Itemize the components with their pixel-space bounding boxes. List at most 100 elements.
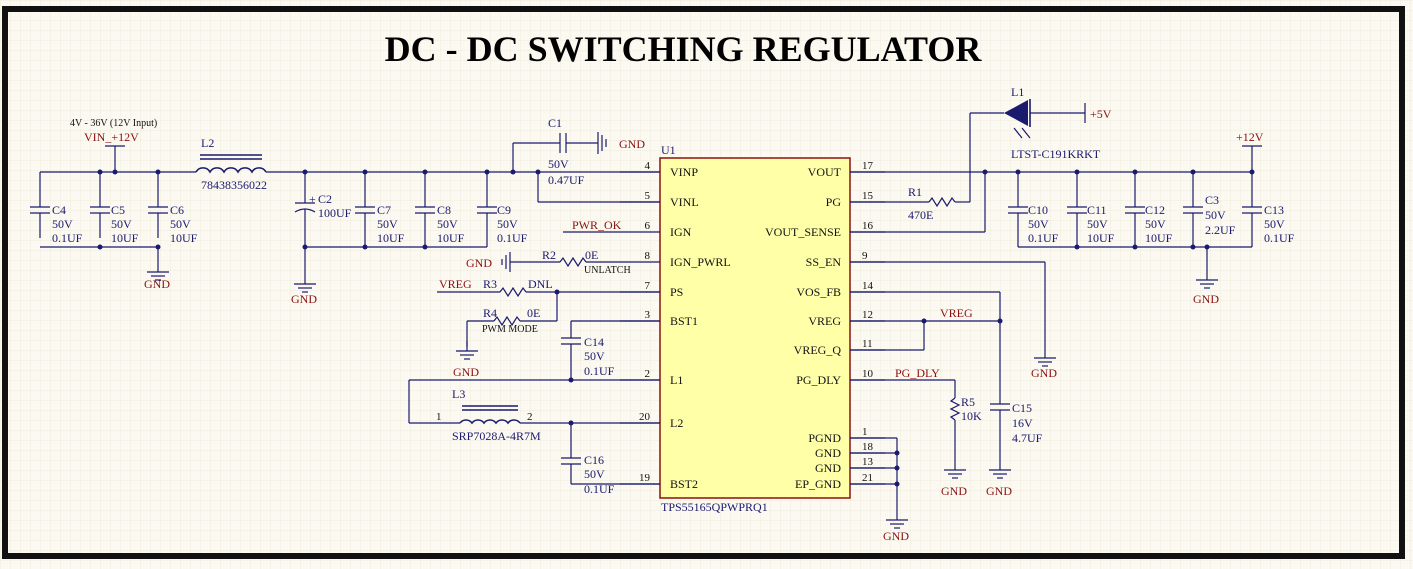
c10-value: 0.1UF — [1028, 231, 1059, 245]
ic-pin-name: VOS_FB — [796, 285, 841, 299]
c5-ref: C5 — [111, 203, 125, 217]
c9-value: 0.1UF — [497, 231, 528, 245]
capacitor-c9 — [476, 172, 498, 247]
gnd-label-input-2: GND — [291, 292, 317, 306]
capacitor-c13 — [1241, 172, 1263, 247]
r2-gnd-label: GND — [466, 256, 492, 270]
l3-pin2: 2 — [527, 411, 533, 423]
ic-pin-name: VOUT — [808, 165, 842, 179]
ic-pin-number: 19 — [639, 472, 651, 484]
c6-ref: C6 — [170, 203, 184, 217]
ic-pin-number: 13 — [862, 456, 874, 468]
capacitor-c14 — [561, 320, 660, 380]
r3-value: DNL — [528, 277, 553, 291]
r3-r4-junction — [554, 289, 560, 295]
capacitor-c7 — [354, 172, 376, 247]
gnd-label-r4: GND — [453, 365, 479, 379]
l1-node-junction — [568, 377, 574, 383]
vin-net-label: VIN_+12V — [84, 130, 139, 144]
plus12-net-label: +12V — [1236, 130, 1264, 144]
led-part: LTST-C191KRKT — [1011, 147, 1101, 161]
l2-part: 78438356022 — [201, 178, 267, 192]
capacitor-c2 — [294, 172, 316, 247]
l2-ref: L2 — [201, 136, 214, 150]
c8-value: 10UF — [437, 231, 465, 245]
vreg-junction-1 — [921, 318, 927, 324]
ic-pin-number: 14 — [862, 280, 874, 292]
r3-ref: R3 — [483, 277, 497, 291]
ic-pin-number: 17 — [862, 160, 874, 172]
input-note: 4V - 36V (12V Input) — [70, 118, 157, 129]
ic-u1-part: TPS55165QPWPRQ1 — [661, 500, 768, 514]
ic-pin-name: VREG_Q — [794, 343, 842, 357]
ic-pin-number: 9 — [862, 250, 868, 262]
r5-ref: R5 — [961, 395, 975, 409]
capacitor-c4 — [29, 172, 51, 239]
gnd-label-r5: GND — [941, 484, 967, 498]
gnd-label-c15: GND — [986, 484, 1012, 498]
pg-dly-net-label: PG_DLY — [895, 366, 940, 380]
l3-part: SRP7028A-4R7M — [452, 429, 541, 443]
r2-value: 0E — [585, 248, 598, 262]
c7-ref: C7 — [377, 203, 391, 217]
c1-voltage: 50V — [548, 157, 569, 171]
r1-value: 470E — [908, 208, 933, 222]
c15-value: 4.7UF — [1012, 431, 1043, 445]
ic-pin-name: L2 — [670, 416, 683, 430]
resistor-r4 — [466, 292, 558, 347]
c16-value: 0.1UF — [584, 482, 615, 496]
c12-value: 10UF — [1145, 231, 1173, 245]
c13-ref: C13 — [1264, 203, 1284, 217]
c14-ref: C14 — [584, 335, 604, 349]
sheet-border — [2, 6, 1405, 559]
ic-u1-ref: U1 — [661, 143, 676, 157]
ic-pin-name: BST2 — [670, 477, 698, 491]
vreg-net-r3: VREG — [439, 277, 472, 291]
c13-voltage: 50V — [1264, 217, 1285, 231]
ic-pin-number: 2 — [645, 368, 651, 380]
r2-note: UNLATCH — [584, 265, 631, 276]
c8-voltage: 50V — [437, 217, 458, 231]
c1-value: 0.47UF — [548, 173, 585, 187]
c14-voltage: 50V — [584, 349, 605, 363]
c7-value: 10UF — [377, 231, 405, 245]
switch-node-wires — [408, 379, 660, 424]
plus5-net-label: +5V — [1090, 107, 1112, 121]
ic-pin-number: 11 — [862, 338, 873, 350]
c15-voltage: 16V — [1012, 416, 1033, 430]
c2-plus: + — [309, 192, 316, 206]
ic-pin-name: VOUT_SENSE — [765, 225, 841, 239]
ic-pin-number: 18 — [862, 441, 874, 453]
inductor-l2 — [195, 154, 267, 174]
r4-ref: R4 — [483, 306, 497, 320]
c11-ref: C11 — [1087, 203, 1107, 217]
ic-u1-body — [659, 157, 851, 499]
ic-pin-number: 15 — [862, 190, 874, 202]
ic-pin-number: 12 — [862, 309, 873, 321]
ss-en-wire — [850, 261, 1046, 348]
ic-pin-name: EP_GND — [795, 477, 841, 491]
ground-pins-dots — [894, 450, 900, 487]
capacitor-c8 — [414, 172, 436, 247]
inductor-l3 — [459, 405, 521, 425]
ic-pin-number: 4 — [645, 160, 651, 172]
resistor-r3 — [437, 286, 660, 298]
vreg-network — [850, 291, 1010, 460]
led-ref: L1 — [1011, 85, 1024, 99]
ic-pin-name: BST1 — [670, 314, 698, 328]
c16-voltage: 50V — [584, 467, 605, 481]
c4-value: 0.1UF — [52, 231, 83, 245]
ic-pin-number: 5 — [645, 190, 651, 202]
capacitor-c1 — [512, 132, 607, 172]
c4-voltage: 50V — [52, 217, 73, 231]
ic-pin-number: 1 — [862, 426, 868, 438]
ic-pin-number: 20 — [639, 411, 651, 423]
ic-pin-number: 7 — [645, 280, 651, 292]
pwr-ok-net: PWR_OK — [572, 218, 622, 232]
c12-voltage: 50V — [1145, 217, 1166, 231]
c1-ref: C1 — [548, 116, 562, 130]
c10-voltage: 50V — [1028, 217, 1049, 231]
ic-pin-name: GND — [815, 446, 841, 460]
c11-voltage: 50V — [1087, 217, 1108, 231]
